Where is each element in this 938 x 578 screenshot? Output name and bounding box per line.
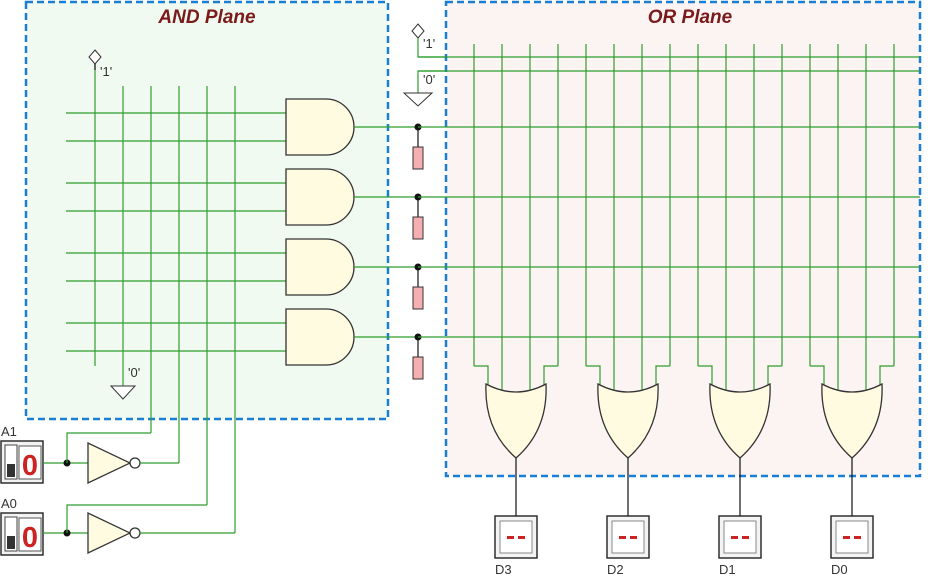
output-probe-d0 bbox=[830, 515, 874, 559]
and-low-label: '0' bbox=[128, 365, 140, 380]
or-low-label: '0' bbox=[423, 72, 435, 87]
or-gate bbox=[597, 382, 659, 516]
and-plane-title: AND Plane bbox=[157, 7, 256, 28]
output-label-d0: D0 bbox=[831, 562, 848, 577]
or-gate bbox=[709, 382, 771, 516]
output-probe-d3 bbox=[494, 515, 538, 559]
and-gate bbox=[285, 168, 418, 226]
input-value-a1: 0 bbox=[22, 450, 38, 482]
output-label-d1: D1 bbox=[719, 562, 736, 577]
or-ground-symbol bbox=[402, 70, 446, 107]
and-high-label: '1' bbox=[100, 64, 112, 79]
input-label-a0: A0 bbox=[1, 496, 17, 511]
or-plane-title: OR Plane bbox=[648, 7, 733, 28]
inverter-a1 bbox=[87, 441, 141, 485]
pulldown-resistors bbox=[412, 123, 424, 380]
and-ground-symbol bbox=[109, 385, 137, 400]
input-label-a1: A1 bbox=[1, 424, 17, 439]
or-gate bbox=[821, 382, 883, 516]
output-probe-d1 bbox=[718, 515, 762, 559]
input-switch-a1[interactable]: 0 bbox=[0, 440, 44, 484]
or-gate bbox=[485, 382, 547, 516]
and-vcc-symbol bbox=[88, 49, 102, 70]
or-vcc-symbol bbox=[411, 23, 446, 58]
output-label-d3: D3 bbox=[495, 562, 512, 577]
input-value-a0: 0 bbox=[22, 522, 38, 554]
output-probe-d2 bbox=[606, 515, 650, 559]
or-high-label: '1' bbox=[423, 36, 435, 51]
inverter-a0 bbox=[87, 511, 141, 555]
output-label-d2: D2 bbox=[607, 562, 624, 577]
or-plane-grid bbox=[418, 44, 920, 390]
and-plane-grid bbox=[66, 62, 286, 533]
and-gate bbox=[285, 98, 418, 156]
input-switch-a0[interactable]: 0 bbox=[0, 512, 44, 556]
and-gate bbox=[285, 238, 418, 296]
and-gate bbox=[285, 308, 418, 366]
